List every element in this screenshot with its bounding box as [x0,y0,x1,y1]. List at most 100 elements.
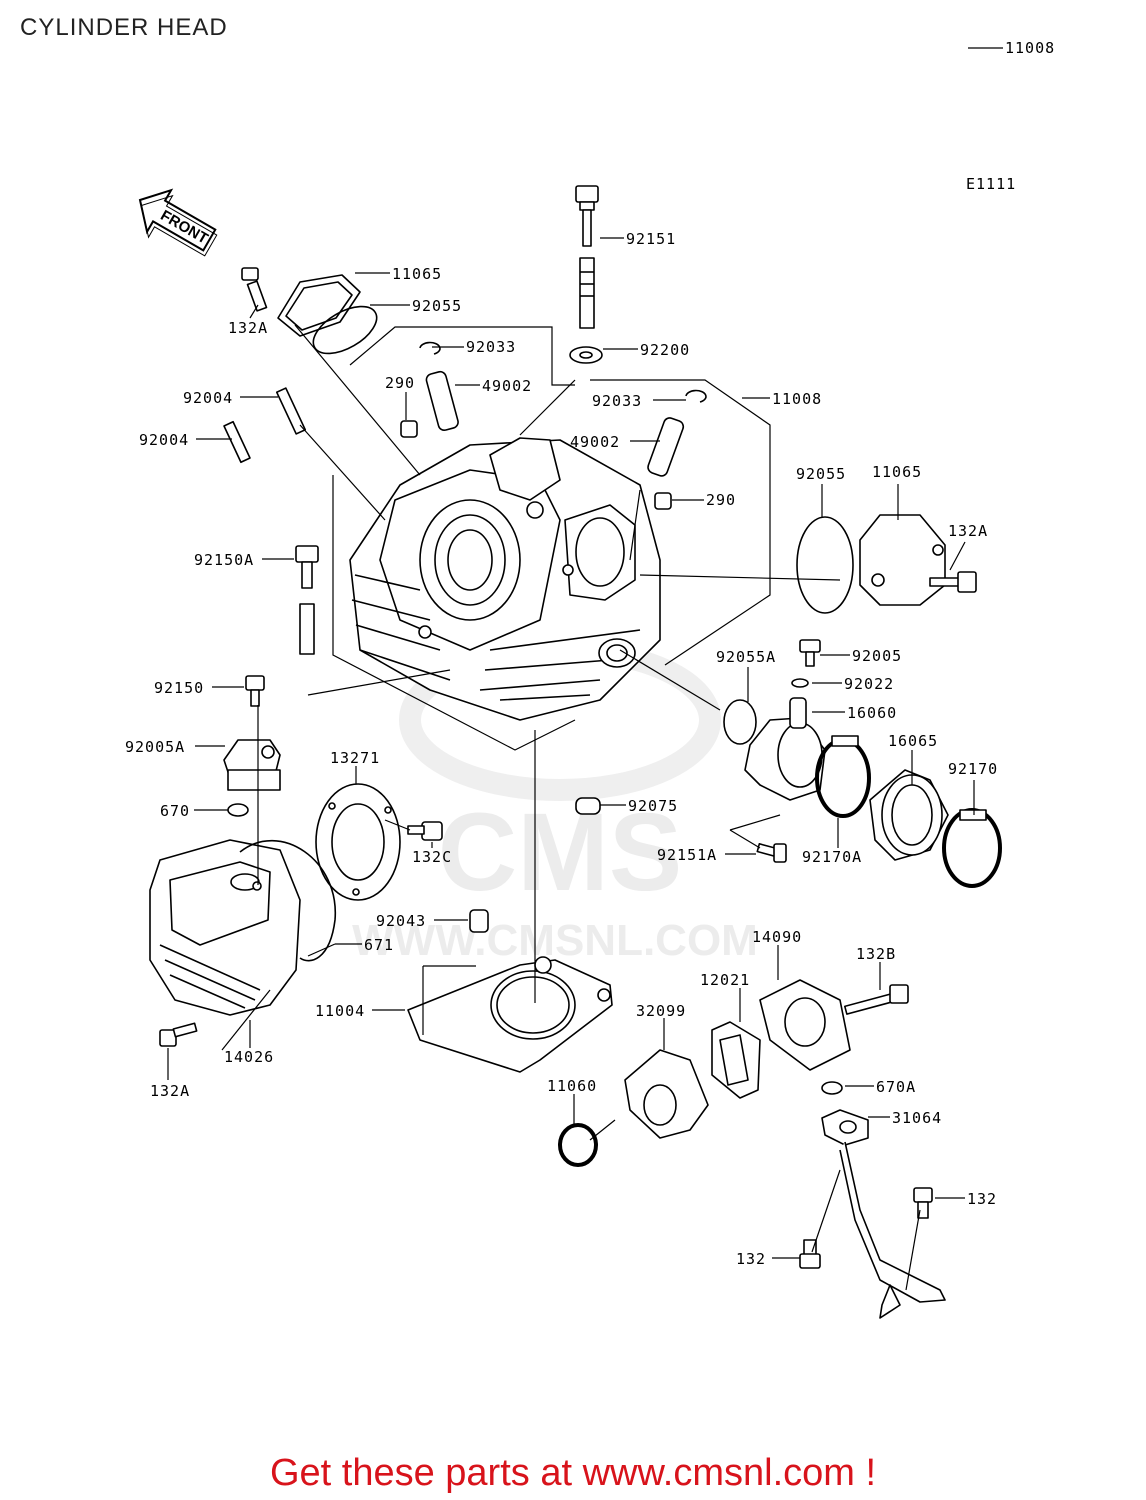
clamp-92170A-icon [815,738,871,818]
callout: 16065 [888,732,938,750]
callout: 14090 [752,928,802,946]
callout-labels: 92151 11065 92055 132A 92033 92200 290 4… [125,230,998,1268]
callout: 12021 [700,971,750,989]
callout: 92033 [592,392,642,410]
callout: 132A [150,1082,190,1100]
screw-92151A-icon [756,843,787,863]
figure-code: E1111 [966,175,1016,193]
callout: 92151A [657,846,717,864]
seal-11060-icon [558,1123,598,1167]
callout: 92055 [412,297,462,315]
fitting-92005A-icon [223,739,281,791]
callout: 13271 [330,749,380,767]
bolt-92150A-icon [295,545,319,655]
callout: 14026 [224,1048,274,1066]
cylinder-head-11008-icon [349,437,661,721]
callout: 132 [967,1190,997,1208]
callout: 92200 [640,341,690,359]
oring-92055A-icon [723,699,757,745]
dowel-92043-icon [469,909,489,933]
bolt-132C-icon [407,821,443,841]
cap-11065-top-icon [277,274,361,337]
callout: 92055 [796,465,846,483]
clip-92033-icon [419,341,441,355]
clamp-92170-icon [942,808,1002,888]
washer-670-icon [227,803,249,817]
bolt-92151-icon [575,185,599,329]
bolt-132-bottom-icon [799,1239,821,1269]
intake-pipe-16060-icon [744,697,826,801]
pipe-31064-icon [821,1109,946,1319]
watermark: CMS WWW.CMSNL.COM [352,639,758,965]
bolt-132A-bottom-icon [159,1022,198,1047]
gasket-13271-icon [315,783,401,901]
stud-92004-b-icon [223,420,251,464]
callout: 132A [948,522,988,540]
clip-92033-right-icon [685,389,707,403]
oring-671-icon [239,840,336,962]
stud-92004-a-icon [275,387,307,435]
oring-92055-right-icon [796,516,854,614]
callout: 92005A [125,738,185,756]
plug-92075-icon [575,797,601,815]
callout-leaders [167,237,975,1259]
watermark-brand: CMS [438,791,682,914]
fitting-92005-icon [799,639,821,667]
callout: 92170A [802,848,862,866]
bolt-132A-right-icon [929,571,977,593]
callout: 92004 [139,431,189,449]
assembly-lines [221,324,921,1291]
guide-49002-icon [425,370,459,432]
bolt-132B-icon [843,984,909,1015]
head-gasket-11004-icon [407,956,613,1073]
washer-670A-icon [821,1081,843,1095]
front-arrow-icon: FRONT [138,188,218,257]
cover-14026-icon [149,839,301,1016]
callout: 670A [876,1078,916,1096]
callout: 132 [736,1250,766,1268]
oring-92055-top-icon [312,305,378,355]
callout: 92151 [626,230,676,248]
callout: 32099 [636,1002,686,1020]
bolt-132-right-icon [913,1187,933,1219]
callout: 92075 [628,797,678,815]
page-title: CYLINDER HEAD [20,14,228,41]
cap-11065-right-icon [859,514,946,606]
callout: 132B [856,945,896,963]
callout: 290 [706,491,736,509]
bolt-132A-top-icon [241,267,268,312]
washer-92022-icon [791,678,809,688]
callout: 92004 [183,389,233,407]
callout: 11004 [315,1002,365,1020]
callout: 92150A [194,551,254,569]
watermark-url: WWW.CMSNL.COM [352,916,758,965]
seal-290-icon [400,420,418,438]
callout: 11008 [772,390,822,408]
callout: 290 [385,374,415,392]
callout: 132A [228,319,268,337]
callout: 670 [160,802,190,820]
holder-32099-icon [624,1049,709,1139]
promo-link[interactable]: Get these parts at www.cmsnl.com ! [269,1452,877,1494]
callout: 16060 [847,704,897,722]
hose-16065-icon [869,769,949,861]
guide-49002-right-icon [647,417,685,477]
callout: 31064 [892,1109,942,1127]
callout: 92033 [466,338,516,356]
callout: 11060 [547,1077,597,1095]
callout: 132C [412,848,452,866]
callout: 92055A [716,648,776,666]
housing-14090-icon [759,979,851,1071]
ref-number: 11008 [1005,39,1055,57]
callout: 92150 [154,679,204,697]
bolt-92150-icon [245,675,265,707]
callout: 92170 [948,760,998,778]
callout: 92005 [852,647,902,665]
callout: 49002 [570,433,620,451]
callout: 92043 [376,912,426,930]
callout: 11065 [872,463,922,481]
callout: 92022 [844,675,894,693]
seal-290-right-icon [654,492,672,510]
callout: 671 [364,936,394,954]
gasket-12021-icon [711,1021,761,1099]
